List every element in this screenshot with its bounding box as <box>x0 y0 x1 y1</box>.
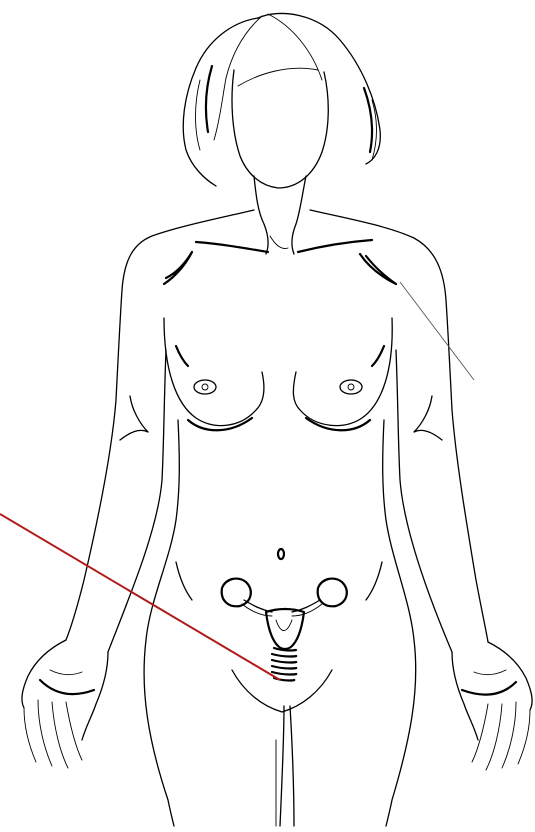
abdomen <box>176 549 382 712</box>
pointer-line-secondary <box>400 282 474 380</box>
vagina <box>272 648 296 681</box>
body-outline <box>66 210 488 826</box>
reproductive-organs <box>222 579 347 681</box>
right-ovary <box>318 579 347 607</box>
collarbones <box>120 240 442 440</box>
left-hand <box>22 640 108 768</box>
right-hand <box>452 642 532 770</box>
face <box>232 68 328 188</box>
hair <box>183 13 380 186</box>
pointer-line-primary <box>0 514 280 680</box>
navel <box>278 549 284 559</box>
uterus <box>266 609 304 649</box>
breasts <box>164 318 392 430</box>
legs <box>276 706 294 826</box>
